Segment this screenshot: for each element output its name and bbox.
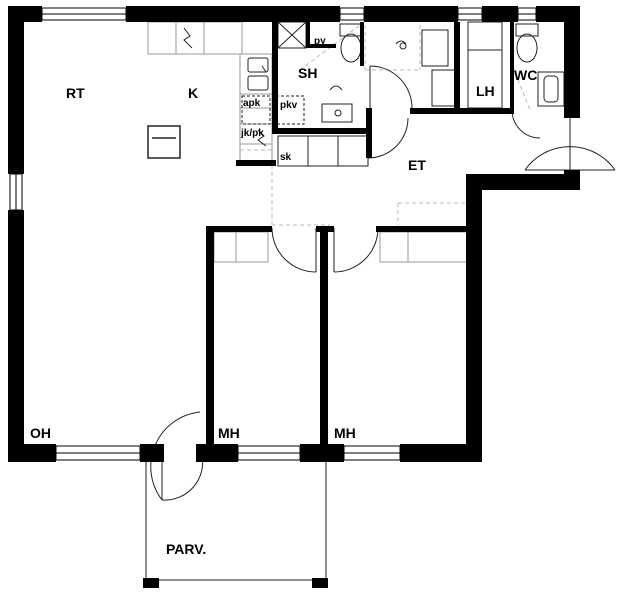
balcony-post [143,578,159,588]
fixture-label-pkv: pkv [280,100,298,111]
room-label-k: K [188,85,198,101]
room-label-et: ET [408,157,426,173]
fireplace-icon [147,125,181,159]
balcony-outline [145,455,327,585]
room-label-rt: RT [66,85,85,101]
room-label-parv: PARV. [166,541,206,557]
fixture-label-sk: sk [280,152,292,163]
interior-walls [206,20,514,462]
room-label-sh: SH [298,65,317,81]
room-label-wc: WC [514,67,537,83]
room-label-mh-1: MH [218,425,240,441]
balcony-post [312,578,328,588]
fixture-label-jkpk: jk/pk [240,128,264,139]
room-label-mh-2: MH [334,425,356,441]
windows [9,7,537,461]
room-label-oh: OH [30,425,51,441]
guide-lines [240,24,531,226]
room-label-lh: LH [476,83,495,99]
sink-icon [247,57,269,91]
stove-icon [183,27,267,147]
kitchen-counter [147,21,273,165]
wardrobe [213,231,469,263]
fixture-label-py: py [314,36,326,47]
fixture-label-apk: apk [243,98,261,109]
exterior-walls [8,6,580,462]
